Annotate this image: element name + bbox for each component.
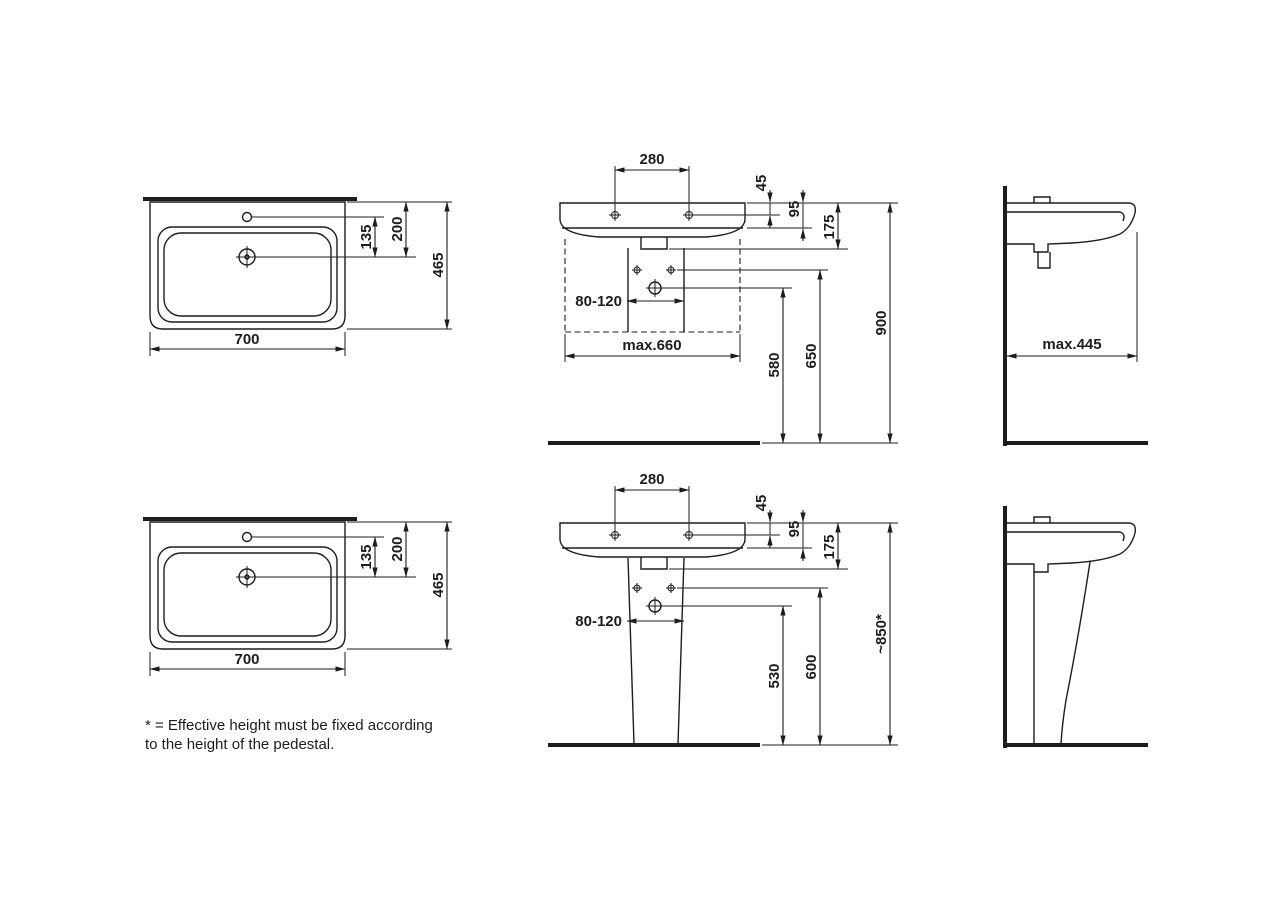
bowl-profile-line <box>1007 211 1125 222</box>
plan-view-bottom: 135 200 465 700 <box>143 517 452 676</box>
drain-crosshair <box>236 246 258 268</box>
dim-label-580: 580 <box>766 352 783 377</box>
front-view-wall-mounted: 280 80-120 max.660 45 95 175 580 650 900 <box>548 151 898 445</box>
dim-label-175: 175 <box>821 534 838 559</box>
dim-label-95: 95 <box>786 521 803 538</box>
supply-connections-symbol <box>632 583 676 593</box>
drain-symbol <box>236 246 258 268</box>
plan-view-top: 135 200 465 700 <box>143 197 452 356</box>
dim-label-280: 280 <box>639 151 664 168</box>
bowl-rim <box>157 546 338 643</box>
dim-label-135: 135 <box>358 224 375 249</box>
pedestal-front-edge <box>1060 561 1091 745</box>
tap-hole-symbol <box>241 211 253 223</box>
basin-profile <box>1007 202 1137 253</box>
dim-label-200: 200 <box>389 216 406 241</box>
max-width-dashed-outline <box>564 239 741 333</box>
dim-label-465: 465 <box>430 252 447 277</box>
fixing-hole-crosses <box>609 529 695 541</box>
dim-label-135: 135 <box>358 544 375 569</box>
drain-fitting <box>640 237 668 250</box>
side-view-wall-mounted: max.445 <box>1003 186 1148 446</box>
extension-lines <box>149 521 452 676</box>
bowl-rim <box>157 226 338 323</box>
basin-outline <box>149 201 346 330</box>
supply-crosses <box>632 265 676 275</box>
dim-label-280: 280 <box>639 471 664 488</box>
supply-connections-symbol <box>632 265 676 275</box>
dim-label-650: 650 <box>803 343 820 368</box>
fixing-hole-crosses <box>609 209 695 221</box>
drain-crosshair <box>236 566 258 588</box>
supply-crosses <box>632 583 676 593</box>
tap-hole-symbol <box>241 531 253 543</box>
footnote: * = Effective height must be fixed accor… <box>145 717 433 753</box>
bowl-inner <box>163 552 332 637</box>
trap-detail <box>1037 252 1051 269</box>
basin-profile <box>1007 522 1137 573</box>
extension-lines <box>149 201 452 356</box>
waste-outlet-symbol <box>646 279 664 297</box>
extension-lines <box>564 166 898 444</box>
dim-label-max660: max.660 <box>622 337 681 354</box>
dim-label-530: 530 <box>766 663 783 688</box>
bowl-inner <box>163 232 332 317</box>
bowl-profile-line <box>1007 531 1125 542</box>
dim-label-95: 95 <box>786 201 803 218</box>
footnote-line-2: to the height of the pedestal. <box>145 736 334 753</box>
dim-label-45: 45 <box>753 495 770 512</box>
siphon-cover-outline <box>627 248 685 332</box>
fixing-holes-symbol <box>609 209 695 221</box>
outlet-crosshair <box>646 597 664 615</box>
drain-symbol <box>236 566 258 588</box>
fixing-holes-symbol <box>609 529 695 541</box>
pedestal-outline <box>627 557 685 745</box>
dim-label-80-120: 80-120 <box>575 293 622 310</box>
dim-label-80-120: 80-120 <box>575 613 622 630</box>
dim-label-900: 900 <box>873 310 890 335</box>
basin-outline <box>149 521 346 650</box>
footnote-line-1: * = Effective height must be fixed accor… <box>145 717 433 734</box>
dim-label-max445: max.445 <box>1042 336 1101 353</box>
tap-deck-detail <box>1033 516 1051 523</box>
side-view-pedestal <box>1003 506 1148 748</box>
dim-label-850: ~850* <box>873 614 890 654</box>
waste-outlet-symbol <box>646 597 664 615</box>
tap-deck-detail <box>1033 196 1051 203</box>
dim-label-700: 700 <box>234 651 259 668</box>
front-view-pedestal: 280 80-120 45 95 175 530 600 ~850* <box>548 471 898 747</box>
dim-label-700: 700 <box>234 331 259 348</box>
dim-label-600: 600 <box>803 654 820 679</box>
extension-lines <box>614 486 898 746</box>
dim-label-175: 175 <box>821 214 838 239</box>
dim-label-465: 465 <box>430 572 447 597</box>
dim-label-45: 45 <box>753 175 770 192</box>
basin-outline <box>559 522 746 558</box>
drain-fitting <box>640 557 668 570</box>
dim-label-200: 200 <box>389 536 406 561</box>
basin-outline <box>559 202 746 238</box>
outlet-crosshair <box>646 279 664 297</box>
